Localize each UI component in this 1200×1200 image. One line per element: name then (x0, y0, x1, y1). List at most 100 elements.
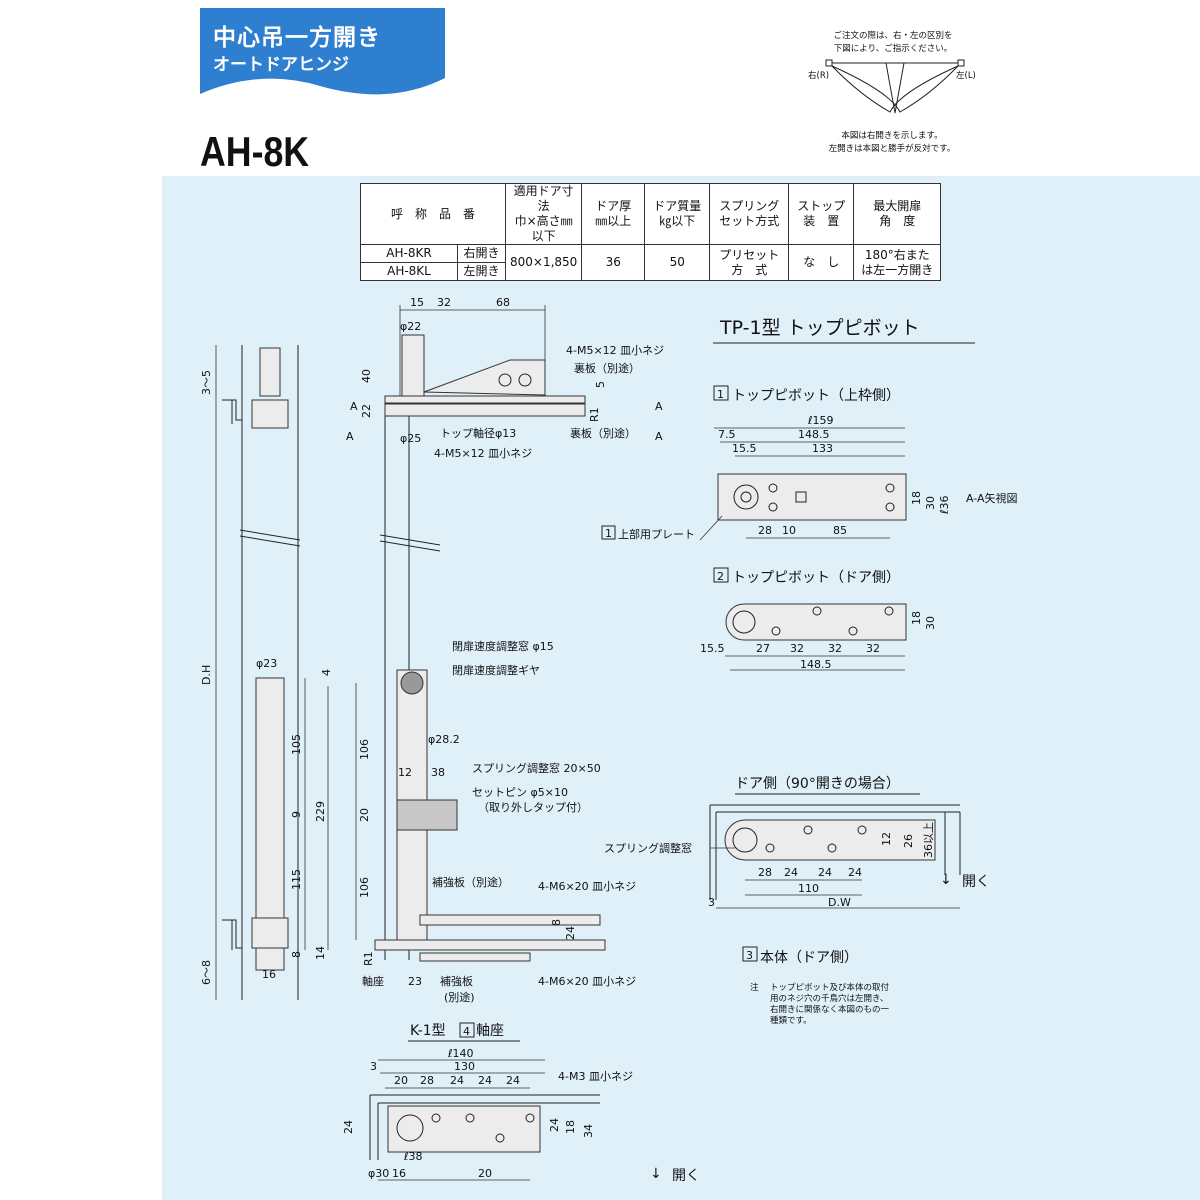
body-title: 本体（ドア側） (760, 950, 858, 966)
phi25-label: φ25 (400, 432, 421, 445)
tp1-title: TP-1型 トップピボット (719, 317, 920, 339)
screw-hole (812, 606, 822, 616)
part1-number-box (713, 385, 729, 401)
k1-dim: ℓ38 (403, 1150, 423, 1163)
spec-header: ドア質量 ㎏以下 (644, 183, 711, 245)
spec-row: AH-8KR 右開き 800×1,850 36 50 プリセット 方 式 な し… (360, 244, 942, 281)
break-line (379, 534, 441, 546)
pivot-hole (733, 484, 759, 510)
k1-number-box (459, 1022, 475, 1038)
door-dim: 24 (818, 866, 832, 879)
dim-38: 38 (431, 766, 445, 779)
bottom-block (251, 917, 289, 949)
door-dim: 26 (902, 834, 915, 848)
screw-top2-label: 4-M5×12 皿小ネジ (434, 447, 532, 460)
screw-m6-top-label: 4-M6×20 皿小ネジ (538, 880, 636, 893)
door-dim: 24 (848, 866, 862, 879)
top-pivot-block (251, 399, 289, 429)
section-label-a: A (346, 430, 354, 443)
spec-header-row: 呼 称 品 番 適用ドア寸法 巾×高さ㎜以下 ドア厚 ㎜以上 ドア質量 ㎏以下 … (360, 183, 942, 245)
dim-106a: 106 (358, 739, 371, 760)
backplate-top-label: 裏板（別途） (574, 361, 640, 375)
body-note-line: 右開きに関係なく本図のもの一 (770, 1004, 890, 1015)
screw-hole (885, 483, 895, 493)
part2-dim: 30 (924, 616, 937, 630)
back-plate (384, 403, 586, 417)
k1-dim: 24 (478, 1074, 492, 1087)
door-dim: D.W (828, 896, 851, 909)
dim-9: 9 (290, 811, 303, 818)
pivot-hole (396, 1114, 424, 1142)
backplate-bottom-label: 裏板（別途） (570, 426, 636, 440)
title-banner (200, 8, 445, 95)
screw-hole (848, 626, 858, 636)
spec-mass: 50 (644, 244, 711, 281)
floor-frame (369, 1094, 600, 1160)
door-dim: 12 (880, 832, 893, 846)
reinforce-plate-top (419, 914, 601, 926)
screw-hole (885, 502, 895, 512)
k1-number: 4 (463, 1025, 470, 1038)
hand-note-line: 左開きは本図と勝手が反対です。 (828, 144, 956, 154)
dim-5: 5 (594, 381, 607, 388)
spec-size: 800×1,850 (504, 244, 583, 281)
spec-hand: 左開き (457, 262, 506, 281)
part2-title: トップピボット（ドア側） (732, 570, 900, 586)
top-pivot-frame-plate (717, 473, 907, 521)
dim-4: 4 (320, 669, 333, 676)
pivot-seat-plate (387, 1105, 541, 1153)
hand-note-bottom: 本図は右開きを示します。 左開きは本図と勝手が反対です。 (812, 130, 972, 156)
part1-dim: ℓ36 (938, 495, 951, 515)
spec-stop: な し (788, 244, 855, 281)
part2-dim: 32 (828, 642, 842, 655)
body-number-box (742, 946, 758, 962)
part1-dim: 28 (758, 524, 772, 537)
spec-header: ストップ 装 置 (788, 183, 855, 245)
model-number: AH-8K (200, 128, 310, 175)
top-plate (384, 395, 586, 404)
top-pin (259, 347, 281, 397)
break-line (379, 540, 441, 552)
part2-dim: 32 (866, 642, 880, 655)
part1-dim: 7.5 (718, 428, 736, 441)
speed-window-label: 閉扉速度調整窓 φ15 (452, 639, 554, 653)
dim-23: 23 (408, 975, 422, 988)
hand-note-top: ご注文の際は、右・左の区別を 下図により、ご指示ください。 (818, 30, 968, 56)
screw-hole (827, 843, 837, 853)
top-bracket (222, 399, 242, 424)
dim-16: 16 (262, 968, 276, 981)
top-shaft (401, 334, 425, 398)
dim-8: 8 (290, 951, 303, 958)
screw-m6-bottom-label: 4-M6×20 皿小ネジ (538, 975, 636, 988)
part1-dim: 30 (924, 496, 937, 510)
screw-hole (765, 843, 775, 853)
k1-title-prefix: K-1型 (410, 1023, 446, 1039)
spec-row: AH-8KL 左開き (360, 262, 941, 281)
spec-table: 呼 称 品 番 適用ドア寸法 巾×高さ㎜以下 ドア厚 ㎜以上 ドア質量 ㎏以下 … (360, 183, 942, 281)
part1-dim: ℓ159 (807, 414, 834, 427)
screw-top-label: 4-M5×12 皿小ネジ (566, 344, 664, 357)
body-part-section: 3 本体（ドア側） 注 トップピボット及び本体の取付 用のネジ穴の千鳥穴は左開き… (742, 946, 890, 1026)
section-label-a-right: A (655, 430, 663, 443)
hand-note-line: ご注文の際は、右・左の区別を (833, 31, 953, 41)
pivot-hole (518, 373, 532, 387)
k1-dim: 28 (420, 1074, 434, 1087)
part1-dim: 85 (833, 524, 847, 537)
k1-dim: φ30 (368, 1167, 389, 1180)
speed-window (400, 671, 424, 695)
phi23-label: φ23 (256, 657, 277, 670)
part1-title: トップピボット（上枠側） (732, 388, 900, 404)
body-number: 3 (746, 949, 753, 962)
screw-hole (525, 1113, 535, 1123)
dim-8: 8 (550, 919, 563, 926)
door-open-label: 開く (962, 874, 990, 890)
banner-title: 中心吊一方開き (213, 25, 381, 51)
dim-68: 68 (496, 296, 510, 309)
screw-hole (884, 606, 894, 616)
hand-left-label: 左(L) (956, 70, 976, 81)
body-note-line: 用のネジ穴の千鳥穴は左開き、 (770, 993, 888, 1004)
k1-dim: ℓ140 (447, 1047, 474, 1060)
pivot-hole (732, 610, 756, 634)
k1-dim: 24 (342, 1120, 355, 1134)
slot (795, 491, 807, 503)
